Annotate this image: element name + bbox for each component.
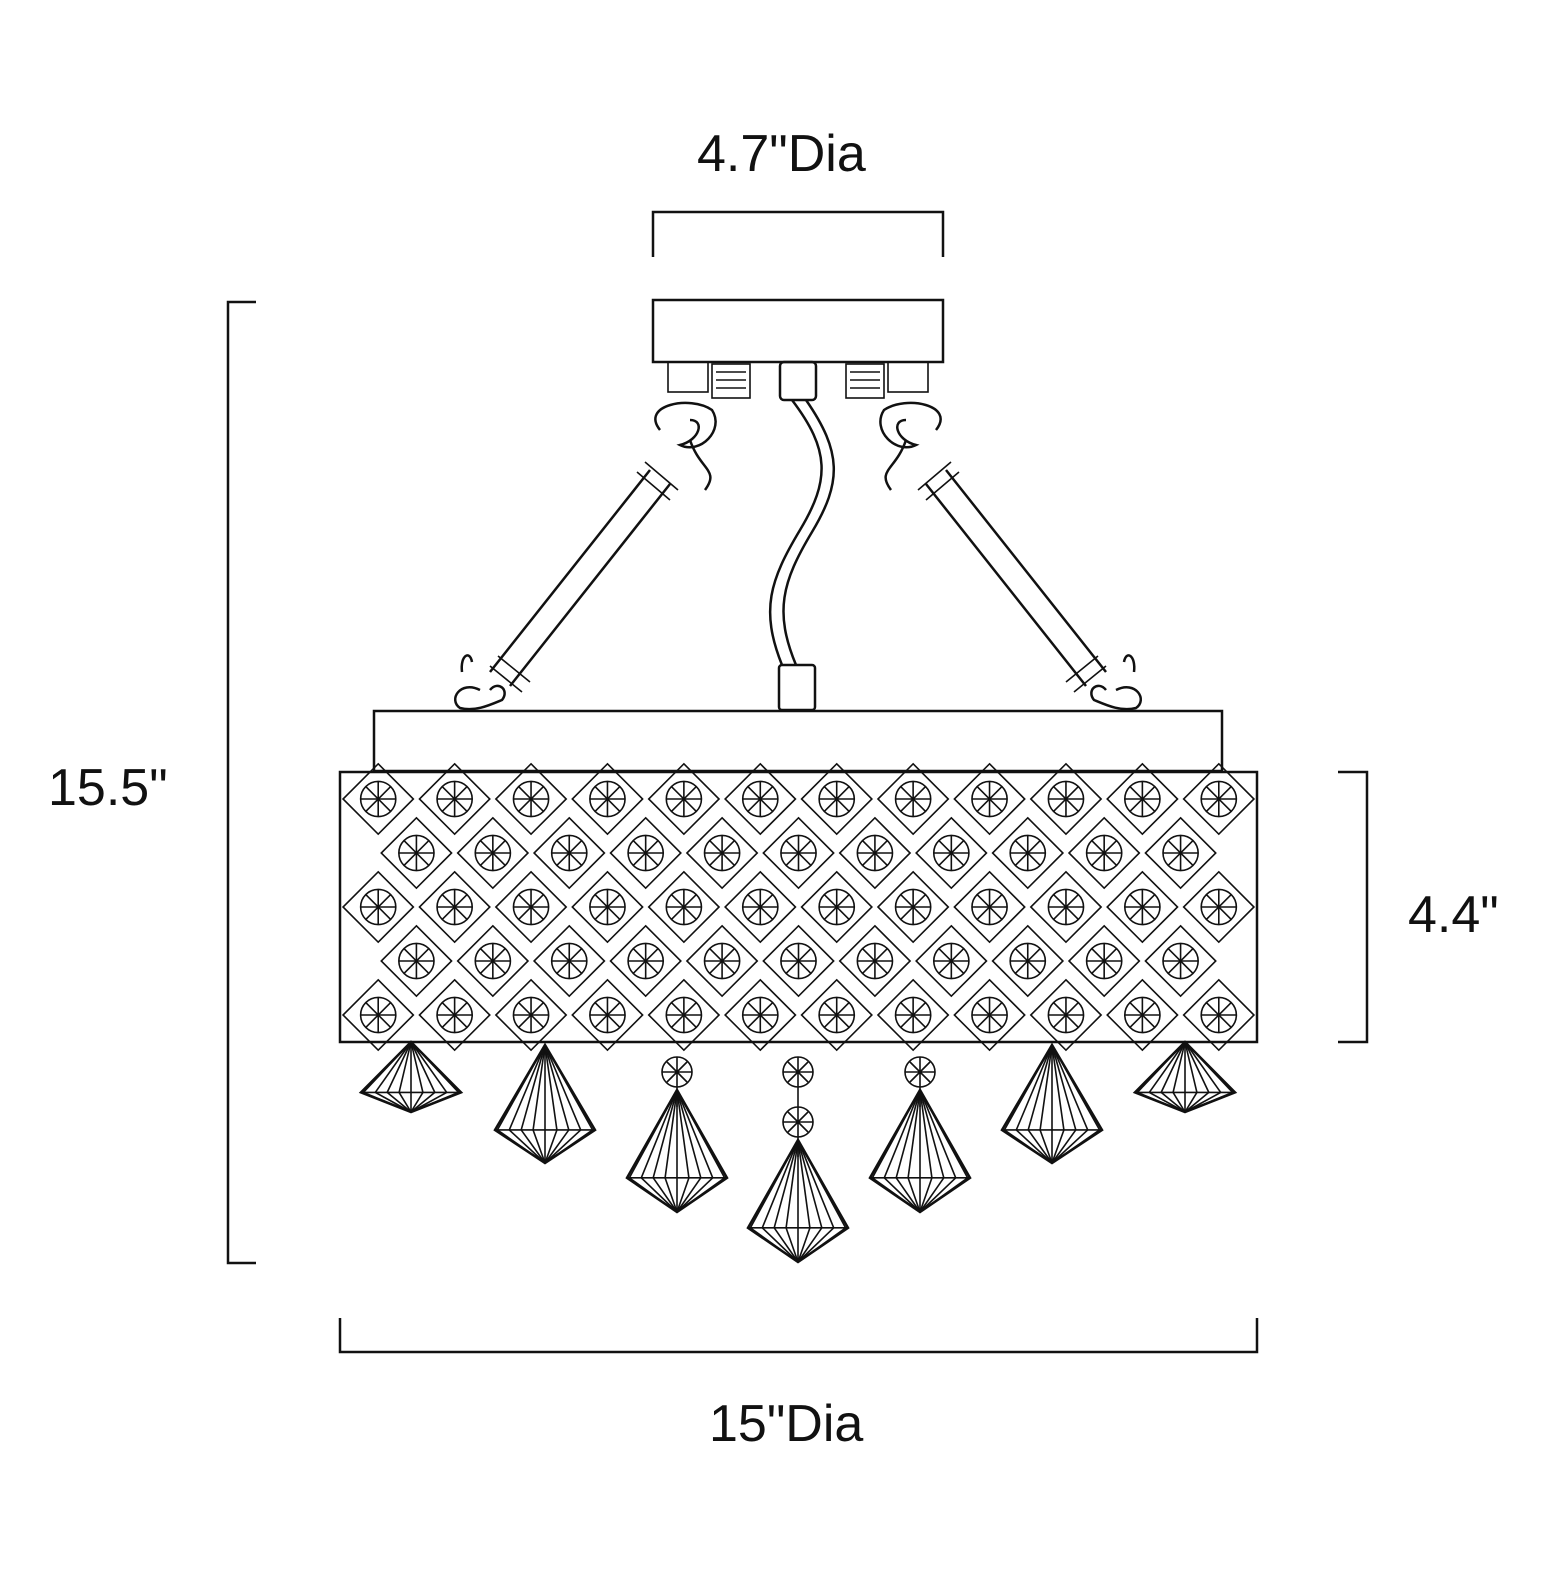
lattice-medallion [991,816,1065,890]
lattice-medallion [609,816,682,890]
lattice-medallion [953,870,1026,944]
lattice-medallion [991,924,1065,998]
lattice-medallion [1144,924,1217,998]
lattice-medallion [685,924,759,998]
right-support-arm [879,401,1142,711]
shade-height-bracket [1338,770,1369,1044]
lattice-medallion [341,762,415,836]
ceiling-canopy [651,298,945,402]
lattice-medallion [571,762,644,836]
lattice-medallion [800,978,873,1052]
lattice-medallion [571,870,644,944]
height-bracket [226,300,256,1265]
crystal-pendant [868,1056,972,1214]
crystal-pendant [358,1040,464,1114]
crystal-bead [661,1056,693,1088]
overall-width-bracket [338,1318,1259,1354]
lattice-medallion [380,924,453,998]
crystal-pendant [493,1042,597,1165]
crystal-bead [782,1106,814,1138]
lattice-medallion [724,870,797,944]
lattice-medallion [341,978,415,1052]
lattice-medallion [876,978,950,1052]
lattice-medallion [1106,978,1179,1052]
crystal-bead [782,1056,814,1088]
lattice-medallion [647,870,721,944]
lattice-medallion [418,978,491,1052]
lattice-medallion [762,924,835,998]
lattice-medallion [418,762,491,836]
lattice-medallion [647,762,721,836]
lattice-medallion [532,816,606,890]
lattice-medallion [380,816,453,890]
lattice-medallion [1182,978,1256,1052]
lattice-medallion [609,924,682,998]
crystal-shade [338,762,1259,1052]
crystal-pendant [1132,1040,1238,1114]
lattice-medallion [915,924,988,998]
lattice-medallion [1182,870,1256,944]
crystal-pendant [625,1056,729,1214]
lattice-medallion [685,816,759,890]
lattice-medallion [800,870,873,944]
lattice-medallion [341,870,415,944]
crystal-bead [904,1056,936,1088]
lattice-medallion [762,816,835,890]
crystal-pendant [746,1056,850,1264]
lattice-medallion [1106,762,1179,836]
lattice-medallion [1029,870,1103,944]
lattice-medallion [876,870,950,944]
lattice-medallion [953,978,1026,1052]
lattice-medallion [494,870,568,944]
canopy-diameter-label: 4.7"Dia [697,125,866,183]
lattice-medallion [418,870,491,944]
shade-height-label: 4.4" [1408,886,1499,944]
lattice-medallion [800,762,873,836]
lattice-medallion [953,762,1026,836]
lattice-medallion [494,762,568,836]
lattice-medallion [724,762,797,836]
lattice-medallion [571,978,644,1052]
center-wire [768,399,836,712]
crystal-pendant [1000,1042,1104,1165]
lattice-medallion [838,924,912,998]
lattice-medallion [915,816,988,890]
shade-lattice-pattern [341,762,1256,1052]
overall-height-label: 15.5" [48,759,168,817]
lattice-medallion [1144,816,1217,890]
lattice-medallion [1067,924,1141,998]
overall-diameter-label: 15"Dia [709,1395,864,1453]
lattice-medallion [724,978,797,1052]
lattice-medallion [1029,978,1103,1052]
lattice-medallion [876,762,950,836]
lattice-medallion [456,816,530,890]
lattice-medallion [1029,762,1103,836]
lattice-medallion [1067,816,1141,890]
lattice-medallion [456,924,530,998]
lattice-medallion [494,978,568,1052]
lattice-medallion [1106,870,1179,944]
lattice-medallion [1182,762,1256,836]
lattice-medallion [647,978,721,1052]
lattice-medallion [532,924,606,998]
canopy-width-bracket [651,210,945,257]
crystal-pendants [358,1040,1238,1264]
lattice-medallion [838,816,912,890]
frame-top-plate [372,709,1224,773]
left-support-arm [454,401,717,711]
